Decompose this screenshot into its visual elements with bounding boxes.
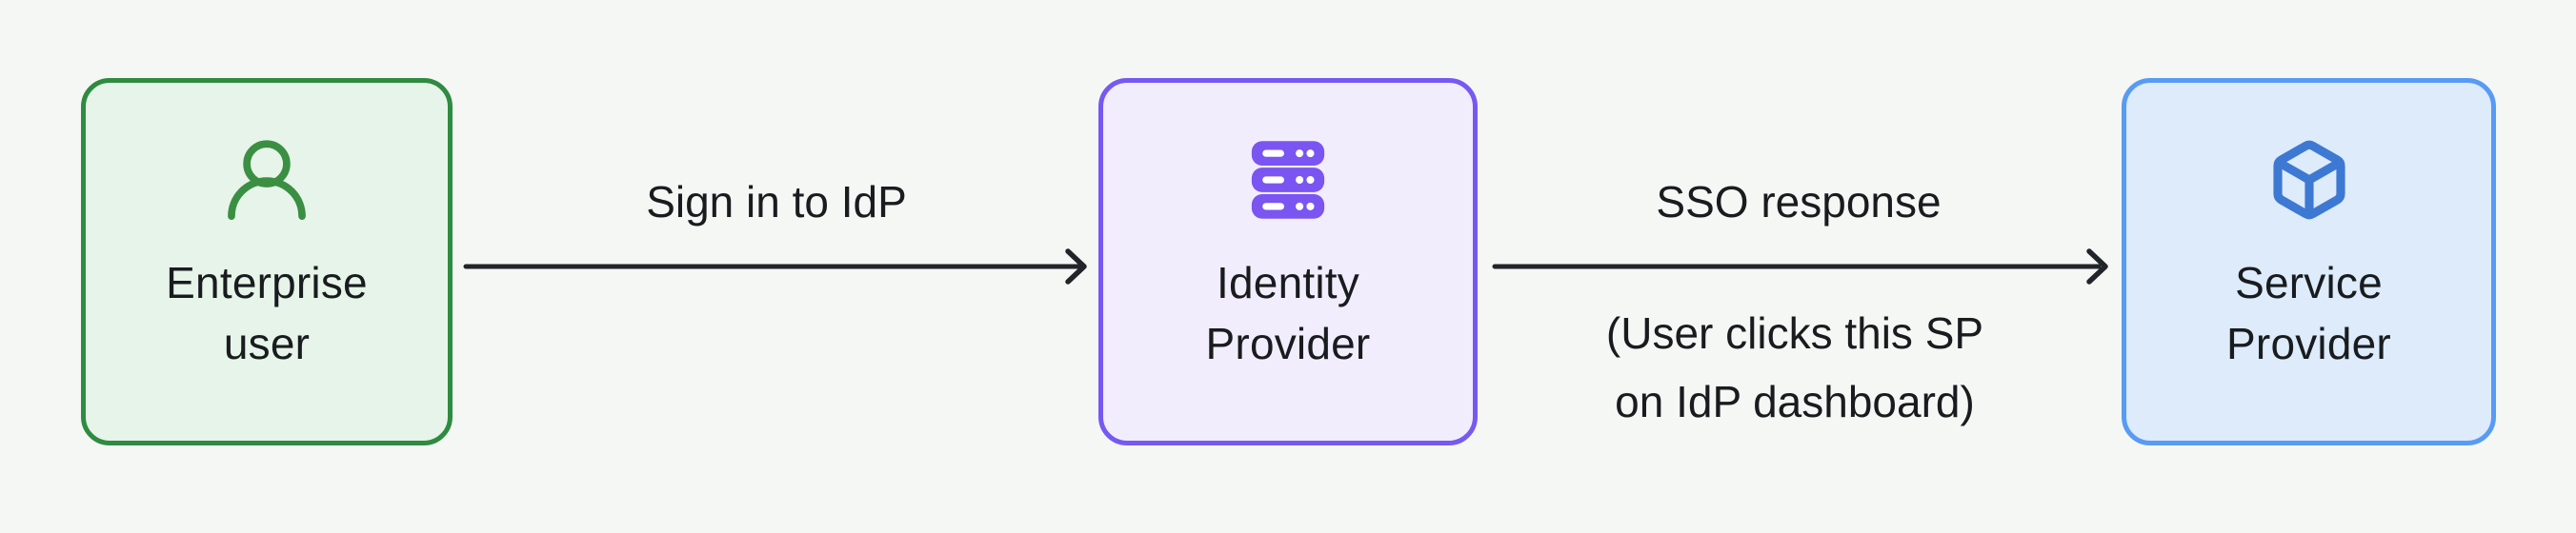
node-label-line: Service — [2235, 258, 2383, 307]
server-stack-icon — [1246, 138, 1330, 222]
edge-sublabel-line: (User clicks this SP — [1605, 308, 1984, 358]
user-icon — [225, 138, 309, 222]
node-identity-provider: Identity Provider — [1098, 78, 1478, 445]
arrow-sso-response — [1492, 248, 2108, 285]
edge-label-sign-in-to-idp: Sign in to IdP — [646, 177, 907, 227]
node-enterprise-user-label: Enterprise user — [166, 252, 368, 374]
node-service-provider-label: Service Provider — [2226, 252, 2391, 374]
node-identity-provider-label: Identity Provider — [1206, 252, 1371, 374]
node-label-line: user — [223, 319, 311, 368]
cube-icon — [2267, 138, 2351, 222]
edge-label-sso-response: SSO response — [1656, 177, 1942, 227]
node-service-provider: Service Provider — [2122, 78, 2496, 445]
node-label-line: Identity — [1217, 258, 1359, 307]
node-label-line: Provider — [2226, 319, 2391, 368]
arrow-sign-in-to-idp — [463, 248, 1087, 285]
node-label-line: Enterprise — [166, 258, 368, 307]
edge-sublabel-sso-response: (User clicks this SP on IdP dashboard) — [1499, 299, 2090, 436]
edge-sublabel-line: on IdP dashboard) — [1615, 377, 1975, 426]
node-label-line: Provider — [1205, 319, 1371, 368]
node-enterprise-user: Enterprise user — [81, 78, 453, 445]
